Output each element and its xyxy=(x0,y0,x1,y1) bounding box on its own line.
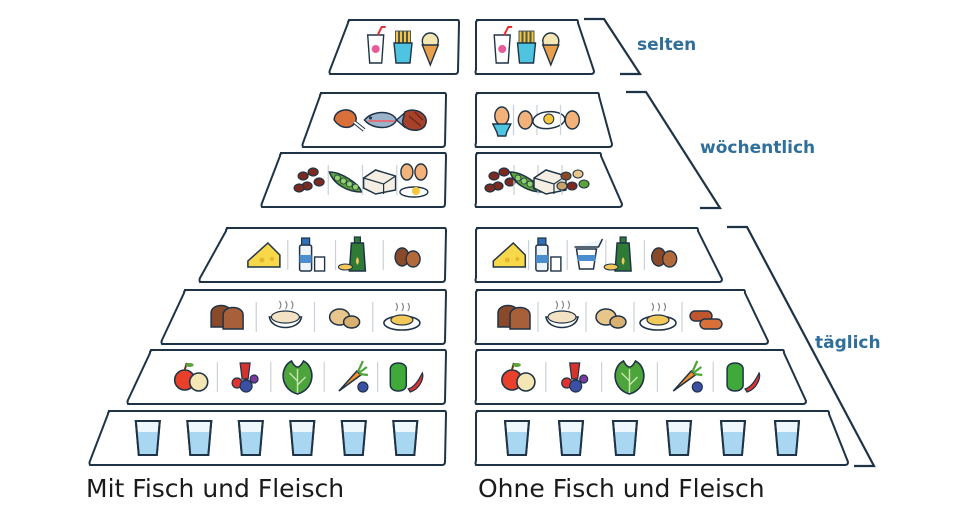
left-row-6 xyxy=(126,349,448,405)
ice-cream-icon xyxy=(421,32,440,67)
left-row-4 xyxy=(198,227,448,283)
bracket-selten xyxy=(584,17,643,76)
rice-icon xyxy=(268,300,303,329)
right-row-2 xyxy=(474,92,614,148)
water-glass-icon xyxy=(340,420,367,456)
beans-icon xyxy=(484,167,516,193)
oil-bottle-icon xyxy=(603,236,632,272)
water-glass-icon xyxy=(611,420,639,456)
right-row-7 xyxy=(474,410,850,466)
yogurt-icon xyxy=(574,238,604,270)
right-row-3 xyxy=(474,152,624,208)
pasta-icon xyxy=(383,302,421,331)
water-glass-icon xyxy=(392,420,419,456)
left-row-3 xyxy=(260,152,448,208)
potato-icon xyxy=(328,308,361,329)
frequency-brackets xyxy=(584,17,876,468)
bracket-taeglich xyxy=(727,225,876,468)
lettuce-icon xyxy=(282,359,313,395)
water-glass-icon xyxy=(134,420,161,456)
french-fries-icon xyxy=(516,30,537,64)
lettuce-icon xyxy=(614,359,645,395)
bread-icon xyxy=(497,304,531,330)
nuts-icon xyxy=(651,247,678,268)
apple-icon xyxy=(501,362,536,392)
rice-icon xyxy=(545,300,579,329)
egg-icon xyxy=(564,110,580,130)
legume-mix-icon xyxy=(556,169,590,191)
chicken-leg-icon xyxy=(333,109,366,132)
water-glass-icon xyxy=(237,420,264,456)
soft-drink-icon xyxy=(366,26,386,64)
caption-right: Ohne Fisch und Fleisch xyxy=(478,474,765,503)
egg-icon xyxy=(517,110,533,130)
left-row-4-frame xyxy=(198,227,448,283)
steak-icon xyxy=(402,109,427,131)
cheese-icon xyxy=(492,241,527,268)
fish-icon xyxy=(363,111,406,129)
eggs-icon xyxy=(399,163,429,198)
bread-icon xyxy=(210,304,244,330)
apple-icon xyxy=(173,362,209,392)
caption-left: Mit Fisch und Fleisch xyxy=(86,474,345,503)
water-glass-icon xyxy=(773,420,801,456)
berries-icon xyxy=(231,362,259,393)
water-glass-icon xyxy=(186,420,213,456)
left-row-1 xyxy=(328,19,461,75)
carrot-icon xyxy=(338,360,369,393)
oil-bottle-icon xyxy=(337,236,367,272)
boiled-egg-icon xyxy=(491,106,512,137)
label-taeglich: täglich xyxy=(815,333,881,353)
left-row-5-frame xyxy=(160,289,448,345)
pepper-icon xyxy=(389,362,424,393)
right-row-4 xyxy=(474,227,724,283)
left-row-7 xyxy=(88,410,448,466)
berries-icon xyxy=(561,362,589,393)
milk-icon xyxy=(535,237,562,272)
milk-icon xyxy=(298,237,326,272)
pasta-icon xyxy=(639,302,677,331)
french-fries-icon xyxy=(393,30,413,64)
right-row-6 xyxy=(474,349,808,405)
right-row-1 xyxy=(474,19,596,75)
soft-drink-icon xyxy=(493,26,513,64)
potato-icon xyxy=(595,308,627,329)
pyramid-rows xyxy=(88,19,850,466)
water-glass-icon xyxy=(503,420,531,456)
water-glass-icon xyxy=(665,420,693,456)
left-row-5 xyxy=(160,289,448,345)
cheese-icon xyxy=(247,241,281,268)
label-selten: selten xyxy=(637,35,697,55)
water-glass-icon xyxy=(719,420,747,456)
left-row-2 xyxy=(301,92,448,148)
right-row-5 xyxy=(474,289,770,345)
beans-icon xyxy=(293,167,325,193)
carrot-icon xyxy=(672,360,703,393)
ice-cream-icon xyxy=(541,32,560,67)
peas-icon xyxy=(328,171,363,193)
bracket-woechentlich xyxy=(626,90,723,210)
tofu-icon xyxy=(362,169,397,195)
nuts-icon xyxy=(394,247,421,268)
label-woechentlich: wöchentlich xyxy=(700,138,816,158)
sausage-icon xyxy=(689,310,723,330)
water-glass-icon xyxy=(557,420,585,456)
water-glass-icon xyxy=(289,420,316,456)
pepper-icon xyxy=(726,362,761,393)
